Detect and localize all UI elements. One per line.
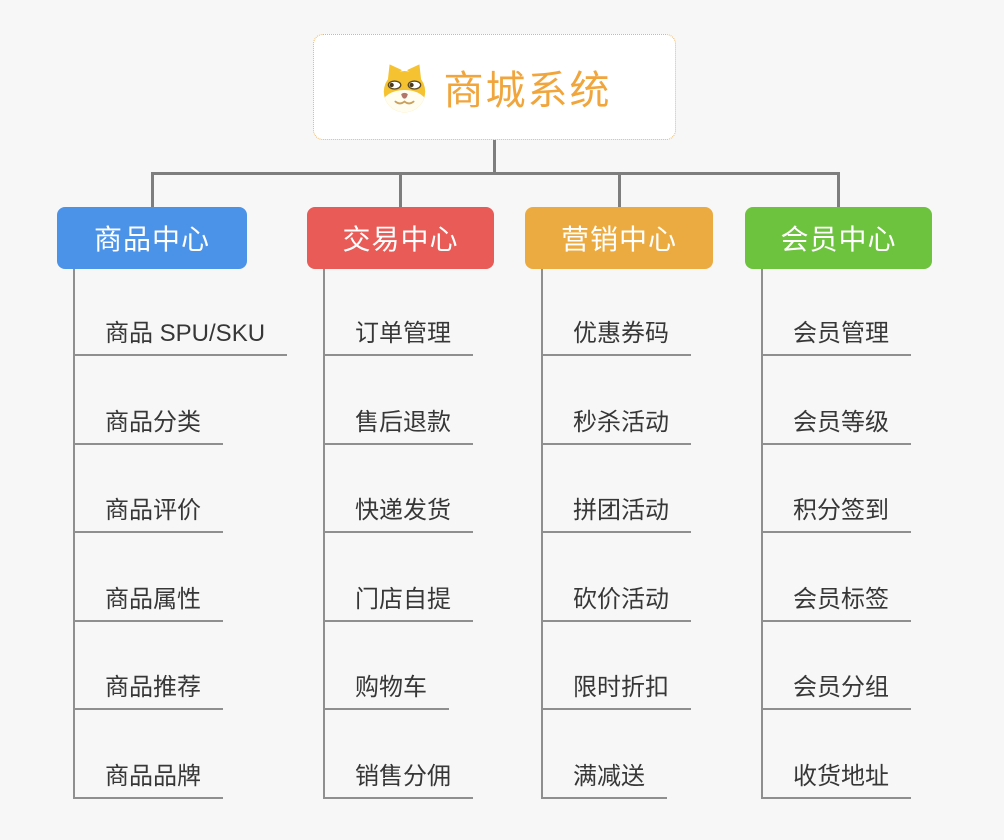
subtopic-product-center-4[interactable]: 商品属性: [73, 585, 223, 622]
subtopic-product-center-6[interactable]: 商品品牌: [73, 762, 223, 799]
subtopic-marketing-center-1[interactable]: 优惠券码: [541, 319, 691, 356]
subtopic-member-center-1[interactable]: 会员管理: [761, 319, 911, 356]
subtopic-trade-center-3[interactable]: 快递发货: [323, 496, 473, 533]
root-topic[interactable]: 商城系统: [313, 34, 676, 140]
branch-topic-marketing-center[interactable]: 营销中心: [525, 207, 713, 269]
subtopic-member-center-4[interactable]: 会员标签: [761, 585, 911, 622]
root-topic-label: 商城系统: [443, 69, 612, 113]
subtopic-member-center-5[interactable]: 会员分组: [761, 673, 911, 710]
connector-branch-drop-line: [617, 172, 621, 207]
branch-trunk-line: [323, 269, 325, 799]
branch-topic-trade-center[interactable]: 交易中心: [307, 207, 494, 269]
subtopic-member-center-6[interactable]: 收货地址: [761, 762, 911, 799]
subtopic-trade-center-6[interactable]: 销售分佣: [323, 762, 473, 799]
subtopic-product-center-5[interactable]: 商品推荐: [73, 673, 223, 710]
subtopic-trade-center-4[interactable]: 门店自提: [323, 585, 473, 622]
branch-trunk-line: [761, 269, 763, 799]
subtopic-member-center-2[interactable]: 会员等级: [761, 408, 911, 445]
subtopic-product-center-3[interactable]: 商品评价: [73, 496, 223, 533]
connector-horizontal-rail: [150, 172, 840, 175]
subtopic-trade-center-5[interactable]: 购物车: [323, 673, 449, 710]
connector-branch-drop-line: [837, 172, 840, 207]
branch-topic-product-center[interactable]: 商品中心: [57, 207, 247, 269]
subtopic-product-center-2[interactable]: 商品分类: [73, 408, 223, 445]
subtopic-marketing-center-2[interactable]: 秒杀活动: [541, 408, 691, 445]
branch-trunk-line: [541, 269, 543, 799]
dog-face-icon: [383, 63, 425, 112]
subtopic-marketing-center-4[interactable]: 砍价活动: [541, 585, 691, 622]
branch-topic-member-center[interactable]: 会员中心: [745, 207, 932, 269]
subtopic-trade-center-1[interactable]: 订单管理: [323, 319, 473, 356]
subtopic-marketing-center-3[interactable]: 拼团活动: [541, 496, 691, 533]
branch-trunk-line: [73, 269, 75, 799]
subtopic-product-center-1[interactable]: 商品 SPU/SKU: [73, 319, 288, 356]
subtopic-marketing-center-6[interactable]: 满减送: [541, 762, 667, 799]
subtopic-member-center-3[interactable]: 积分签到: [761, 496, 911, 533]
connector-branch-drop-line: [150, 172, 154, 207]
subtopic-marketing-center-5[interactable]: 限时折扣: [541, 673, 691, 710]
connector-root-drop-line: [493, 140, 496, 175]
connector-branch-drop-line: [399, 172, 402, 207]
subtopic-trade-center-2[interactable]: 售后退款: [323, 408, 473, 445]
